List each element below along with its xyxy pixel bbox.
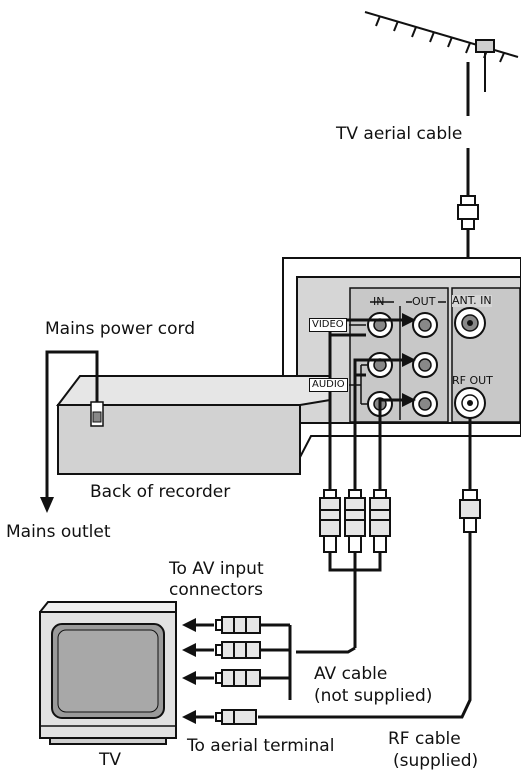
mains-outlet-label: Mains outlet — [6, 522, 111, 542]
video-in-jack — [367, 312, 393, 338]
tv-aerial-cable-label: TV aerial cable — [336, 124, 463, 144]
video-out-jack — [412, 312, 438, 338]
rca-plugs-tv — [215, 616, 261, 687]
ant-in-jack — [454, 307, 486, 339]
av-cable-label-line2: (not supplied) — [314, 686, 433, 706]
audio-l-in-jack — [367, 352, 393, 378]
av-cable-label-line1: AV cable — [314, 664, 388, 684]
rf-out-jack — [454, 387, 486, 419]
tv-set — [39, 601, 177, 745]
panel-rf-out-label: RF OUT — [452, 374, 493, 387]
tv-antenna — [364, 11, 519, 92]
audio-r-out-jack — [412, 391, 438, 417]
to-av-input-label-line2: connectors — [169, 580, 264, 600]
av-arrowheads — [402, 353, 416, 407]
to-av-input-label-line1: To AV input — [169, 559, 264, 579]
rf-cable — [215, 418, 481, 725]
tv-input-arrows — [182, 618, 214, 724]
panel-in-label: IN — [373, 295, 385, 308]
audio-l-out-jack — [412, 352, 438, 378]
panel-out-label: OUT — [412, 295, 436, 308]
av-out-arrows-2 — [328, 320, 405, 490]
back-of-recorder-label: Back of recorder — [90, 482, 231, 502]
rf-cable-label-line1: RF cable — [388, 729, 461, 749]
to-aerial-terminal-label: To aerial terminal — [187, 736, 335, 756]
rca-plugs-upper — [319, 489, 391, 553]
av-cable-bundle — [260, 552, 382, 700]
recorder-body — [55, 375, 331, 475]
aerial-cable — [457, 62, 479, 275]
panel-audio-label: AUDIO — [309, 378, 348, 392]
panel-ant-in-label: ANT. IN — [452, 294, 492, 307]
tv-label: TV — [98, 750, 121, 770]
rf-cable-label-line2: (supplied) — [393, 751, 479, 771]
mains-power-cord — [40, 350, 99, 513]
panel-video-label: VIDEO — [309, 318, 347, 332]
mains-power-cord-label: Mains power cord — [45, 319, 196, 339]
